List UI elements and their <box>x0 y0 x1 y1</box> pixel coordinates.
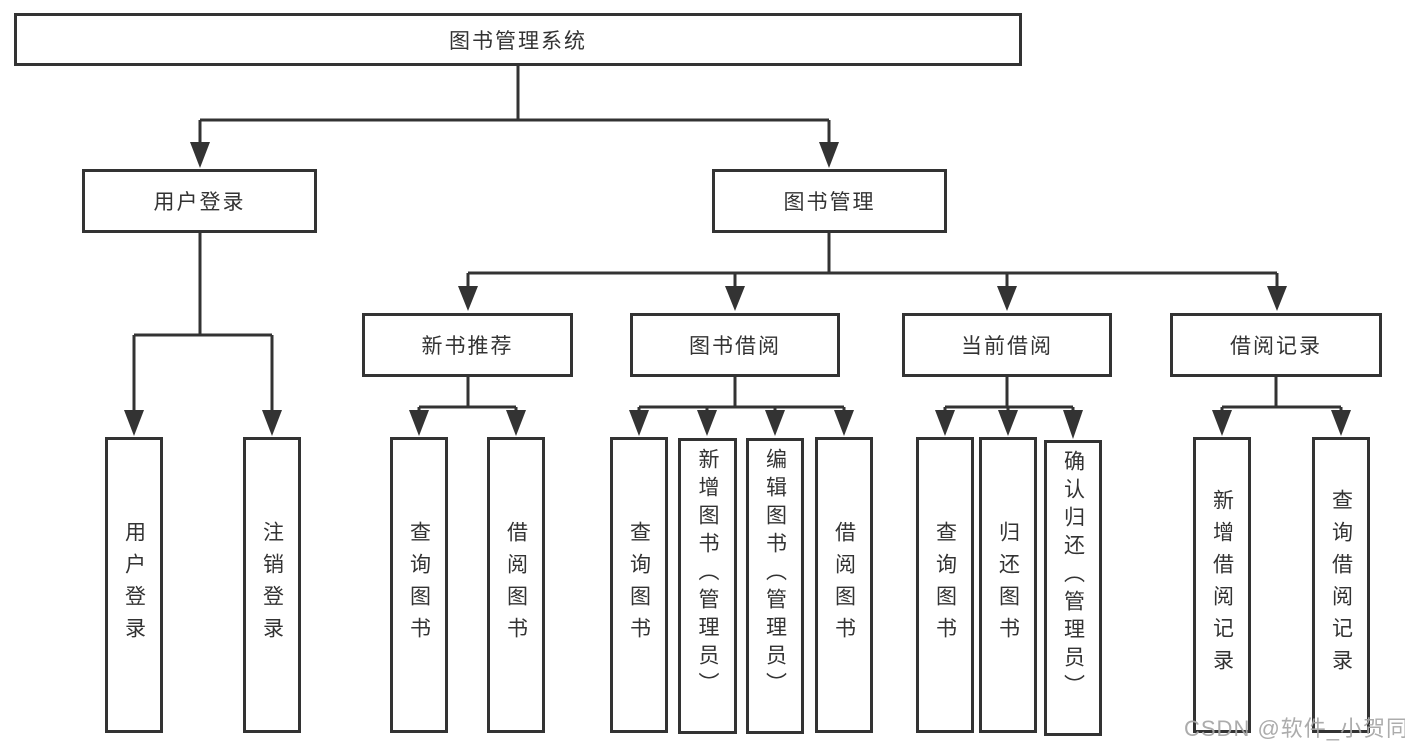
node-leaf-br-add-record: 新增借阅记录 <box>1193 437 1251 733</box>
node-leaf-nb-borrow-books: 借阅图书 <box>487 437 545 733</box>
node-label: 借阅图书 <box>832 521 856 649</box>
node-leaf-bb-query-books: 查询图书 <box>610 437 668 733</box>
node-book-management-branch: 图书管理 <box>712 169 947 233</box>
node-label: 图书借阅 <box>689 335 781 358</box>
node-leaf-nb-query-books: 查询图书 <box>390 437 448 733</box>
node-label: 查询图书 <box>627 521 651 649</box>
node-label: 新增借阅记录 <box>1210 489 1234 681</box>
node-label: 借阅图书 <box>504 521 528 649</box>
csdn-watermark: CSDN @软件_小贺同学 <box>1184 716 1405 741</box>
node-leaf-bb-edit-books-admin: 编辑图书（管理员） <box>746 438 804 734</box>
node-label: 图书管理 <box>783 191 876 214</box>
node-label: 注销登录 <box>260 521 284 649</box>
node-label: 用户登录 <box>122 521 146 649</box>
node-leaf-logout: 注销登录 <box>243 437 301 733</box>
node-label: 当前借阅 <box>961 335 1053 358</box>
node-label: 新增图书（管理员） <box>696 448 719 700</box>
node-leaf-cb-return-books: 归还图书 <box>979 437 1037 733</box>
node-current-borrow: 当前借阅 <box>902 313 1112 377</box>
node-label: 查询图书 <box>933 521 957 649</box>
node-label: 查询借阅记录 <box>1329 489 1353 681</box>
node-borrow-records: 借阅记录 <box>1170 313 1382 377</box>
node-label: 借阅记录 <box>1230 335 1322 358</box>
node-label: 查询图书 <box>407 521 431 649</box>
node-label: 新书推荐 <box>421 335 514 358</box>
node-book-borrow: 图书借阅 <box>630 313 840 377</box>
node-label: 用户登录 <box>153 191 246 214</box>
node-leaf-cb-confirm-return-admin: 确认归还（管理员） <box>1044 440 1102 736</box>
node-label: 图书管理系统 <box>449 29 587 53</box>
node-new-book-recommend: 新书推荐 <box>362 313 573 377</box>
node-leaf-user-login: 用户登录 <box>105 437 163 733</box>
node-label: 编辑图书（管理员） <box>763 448 787 700</box>
node-leaf-bb-borrow-books: 借阅图书 <box>815 437 873 733</box>
arrowhead-icons <box>124 142 1351 439</box>
node-user-login-branch: 用户登录 <box>82 169 317 233</box>
node-leaf-br-query-record: 查询借阅记录 <box>1312 437 1370 733</box>
node-leaf-bb-add-books-admin: 新增图书（管理员） <box>678 438 737 734</box>
node-leaf-cb-query-books: 查询图书 <box>916 437 974 733</box>
node-library-management-system: 图书管理系统 <box>14 13 1022 66</box>
node-label: 归还图书 <box>996 521 1020 649</box>
node-label: 确认归还（管理员） <box>1061 450 1085 702</box>
